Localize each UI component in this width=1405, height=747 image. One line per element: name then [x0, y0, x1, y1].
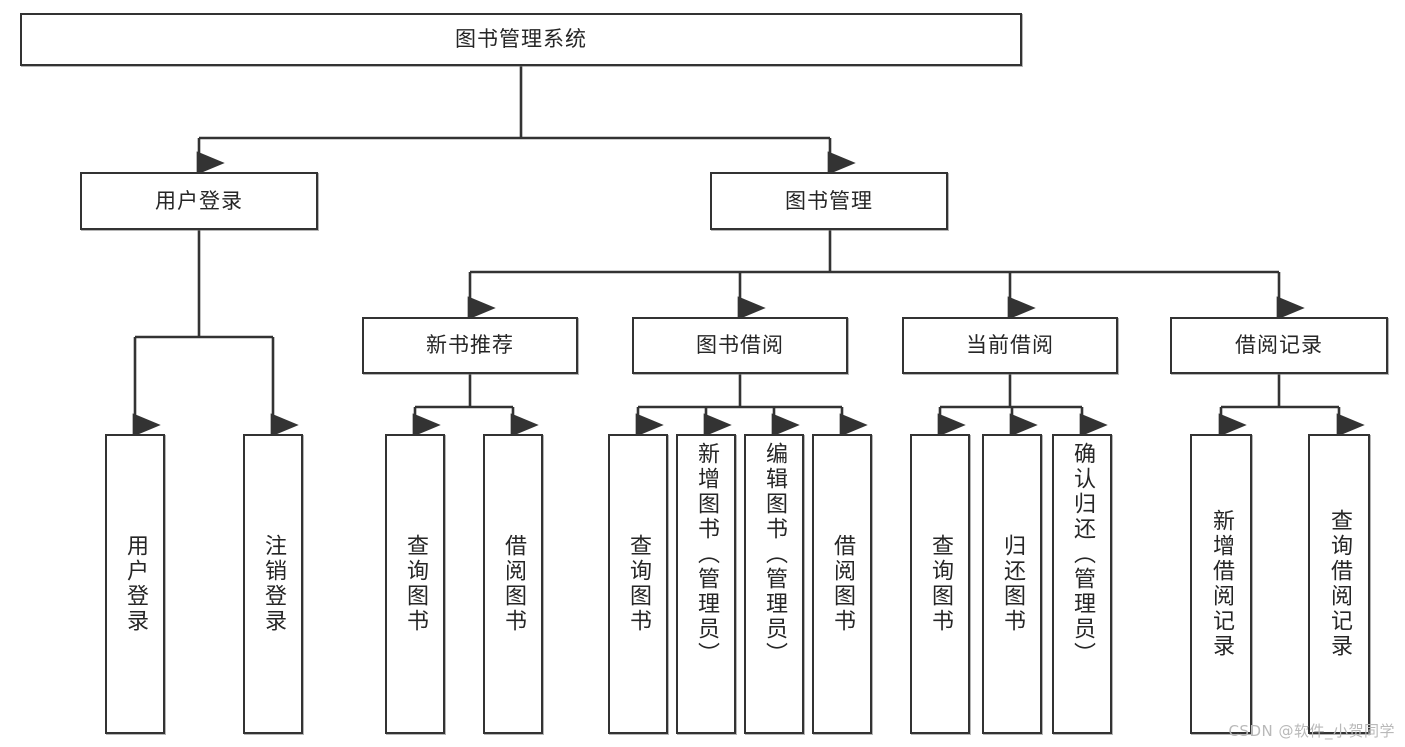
node-book-manage-label: 图书管理 [785, 188, 873, 213]
node-borrow-record-label: 借阅记录 [1235, 333, 1323, 358]
leaf-add-borrow-record-label: 新增借阅记录 [1208, 509, 1234, 659]
node-current-borrow[interactable]: 当前借阅 [902, 317, 1118, 374]
leaf-query-borrow-record[interactable]: 查询借阅记录 [1308, 434, 1370, 734]
leaf-logout[interactable]: 注销登录 [243, 434, 303, 734]
leaf-add-book[interactable]: 新增图书（管理员） [676, 434, 736, 734]
leaf-borrow-book-recommend[interactable]: 借阅图书 [483, 434, 543, 734]
leaf-query-book-borrow[interactable]: 查询图书 [608, 434, 668, 734]
node-root-label: 图书管理系统 [455, 27, 587, 52]
leaf-query-book-recommend[interactable]: 查询图书 [385, 434, 445, 734]
leaf-query-book-borrow-label: 查询图书 [625, 534, 651, 634]
leaf-borrow-book[interactable]: 借阅图书 [812, 434, 872, 734]
leaf-logout-label: 注销登录 [260, 534, 286, 634]
node-new-book-recommend[interactable]: 新书推荐 [362, 317, 578, 374]
leaf-edit-book[interactable]: 编辑图书（管理员） [744, 434, 804, 734]
leaf-return-book-label: 归还图书 [999, 534, 1025, 634]
node-root[interactable]: 图书管理系统 [20, 13, 1022, 66]
leaf-confirm-return-label: 确认归还（管理员） [1069, 442, 1095, 667]
leaf-add-book-label: 新增图书（管理员） [693, 442, 719, 667]
leaf-query-book-current[interactable]: 查询图书 [910, 434, 970, 734]
node-user-login-label: 用户登录 [155, 188, 243, 213]
leaf-user-login[interactable]: 用户登录 [105, 434, 165, 734]
leaf-return-book[interactable]: 归还图书 [982, 434, 1042, 734]
leaf-edit-book-label: 编辑图书（管理员） [761, 442, 787, 667]
watermark-text: CSDN @软件_小贺同学 [1228, 722, 1395, 740]
node-current-borrow-label: 当前借阅 [966, 333, 1054, 358]
leaf-confirm-return[interactable]: 确认归还（管理员） [1052, 434, 1112, 734]
node-borrow-record[interactable]: 借阅记录 [1170, 317, 1388, 374]
leaf-query-book-recommend-label: 查询图书 [402, 534, 428, 634]
node-new-book-recommend-label: 新书推荐 [426, 333, 514, 358]
leaf-borrow-book-recommend-label: 借阅图书 [500, 534, 526, 634]
leaf-borrow-book-label: 借阅图书 [829, 534, 855, 634]
leaf-user-login-label: 用户登录 [122, 534, 148, 634]
node-book-manage[interactable]: 图书管理 [710, 172, 948, 230]
node-book-borrow[interactable]: 图书借阅 [632, 317, 848, 374]
leaf-add-borrow-record[interactable]: 新增借阅记录 [1190, 434, 1252, 734]
node-user-login[interactable]: 用户登录 [80, 172, 318, 230]
leaf-query-borrow-record-label: 查询借阅记录 [1326, 509, 1352, 659]
leaf-query-book-current-label: 查询图书 [927, 534, 953, 634]
node-book-borrow-label: 图书借阅 [696, 333, 784, 358]
